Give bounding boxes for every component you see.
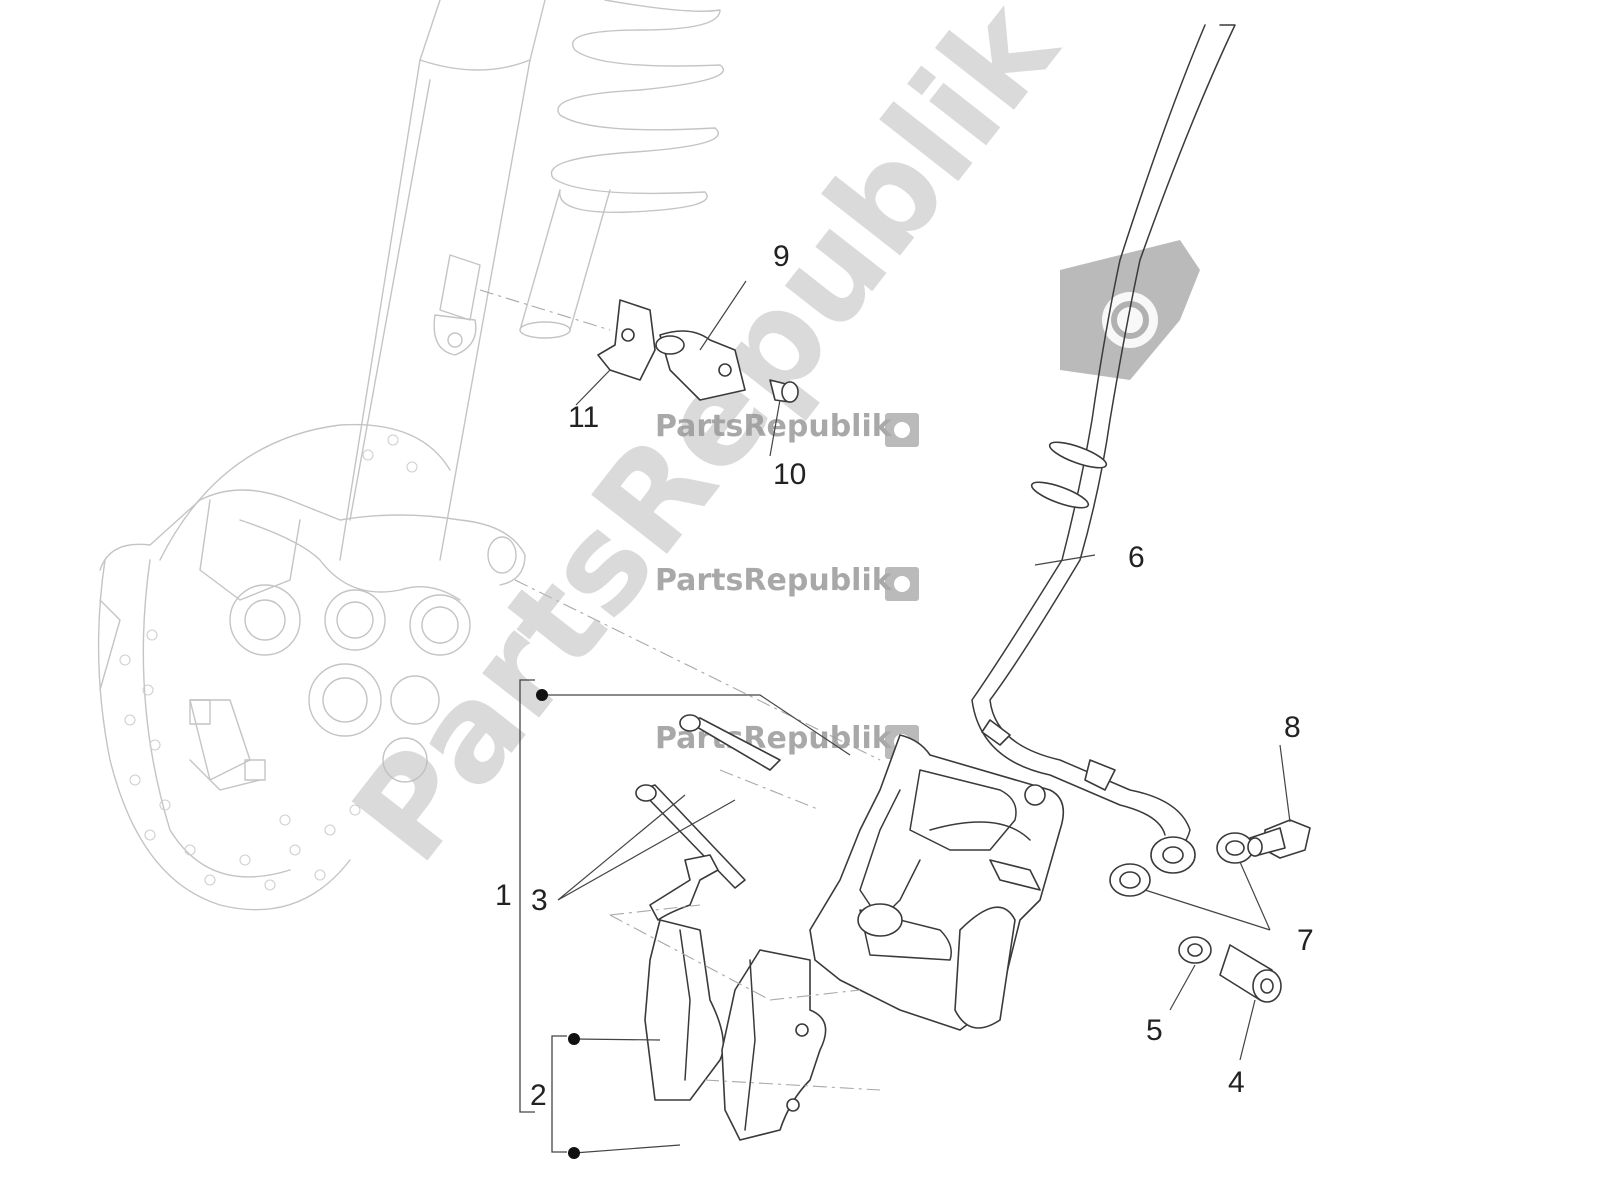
watermark-small-2: PartsRepublik: [655, 563, 893, 598]
fork-bottom-ghost: [99, 489, 881, 791]
washer-and-bolt: [1178, 936, 1282, 1003]
pad-kit-bullet: [568, 1033, 580, 1045]
callout-6: 6: [1128, 541, 1145, 574]
brake-pads: [609, 854, 881, 1141]
copper-washers: [1109, 832, 1254, 897]
watermark-big-text: PartsRepublik: [324, 0, 1089, 890]
brake-caliper: [809, 734, 1065, 1031]
banjo-bolt: [1247, 819, 1311, 859]
front-fork-ghost: [339, 0, 725, 561]
callout-2: 2: [530, 1079, 547, 1112]
callout-10: 10: [773, 458, 806, 491]
callout-5: 5: [1146, 1014, 1163, 1047]
brake-disc-ghost: [97, 423, 451, 911]
gear-icon: [885, 567, 919, 601]
callout-8: 8: [1284, 711, 1301, 744]
callout-labels: 1 2 3 4 5 6 7 8 9 10 11: [495, 240, 1314, 1112]
callout-7: 7: [1297, 924, 1314, 957]
watermark-small-1: PartsRepublik: [655, 409, 893, 444]
spring-ghost: [550, 0, 725, 214]
callout-11: 11: [568, 401, 599, 434]
callout-1: 1: [495, 879, 512, 912]
pad-kit-bullet: [536, 689, 548, 701]
gear-icon: [885, 413, 919, 447]
callout-9: 9: [773, 240, 790, 273]
callout-leaders: [519, 280, 1291, 1159]
brake-hose: [971, 24, 1236, 874]
pad-kit-bullet: [568, 1147, 580, 1159]
callout-4: 4: [1228, 1066, 1245, 1099]
callout-3: 3: [531, 884, 548, 917]
hose-clamp-assembly: [597, 299, 799, 403]
